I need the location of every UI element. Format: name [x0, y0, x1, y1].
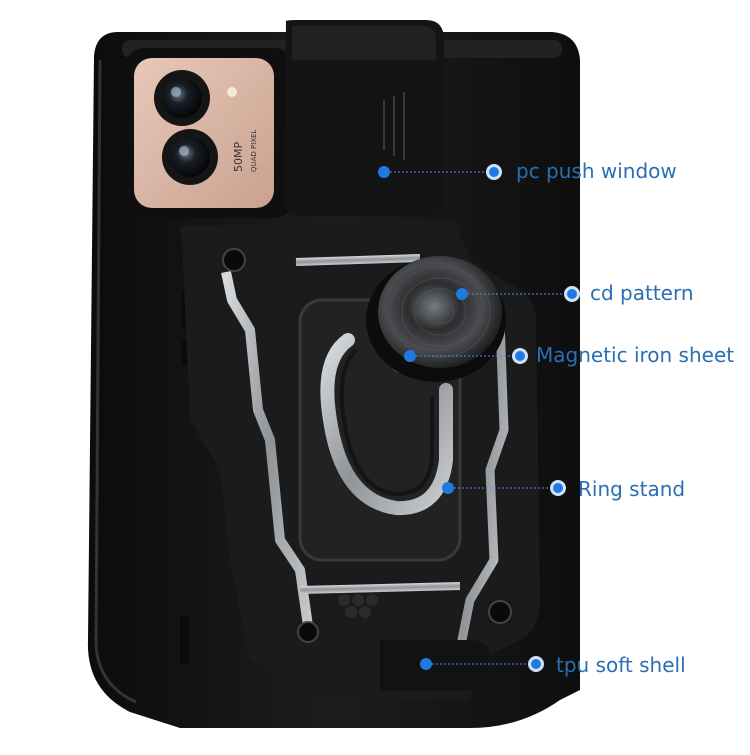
camera-module: 50MP QUAD PIXEL [124, 48, 294, 218]
screw-icon [297, 621, 319, 643]
callout-label-magnetic-iron-sheet: Magnetic iron sheet [536, 343, 735, 367]
callout-end-dots [486, 164, 580, 672]
push-window-slider [284, 20, 444, 216]
screw-icon [222, 248, 246, 272]
callout-label-tpu-soft-shell: tpu soft shell [556, 653, 686, 677]
leader-lines [390, 171, 566, 665]
callout-label-ring-stand: Ring stand [578, 477, 686, 501]
screw-icon [488, 600, 512, 624]
lens-text: 50MP [232, 142, 245, 172]
callout-label-pc-push-window: pc push window [516, 159, 677, 183]
callout-markers [378, 166, 468, 670]
flash-icon [227, 87, 237, 97]
cd-disc [366, 256, 506, 382]
lens-subtext: QUAD PIXEL [250, 129, 258, 172]
callout-label-cd-pattern: cd pattern [590, 281, 694, 305]
